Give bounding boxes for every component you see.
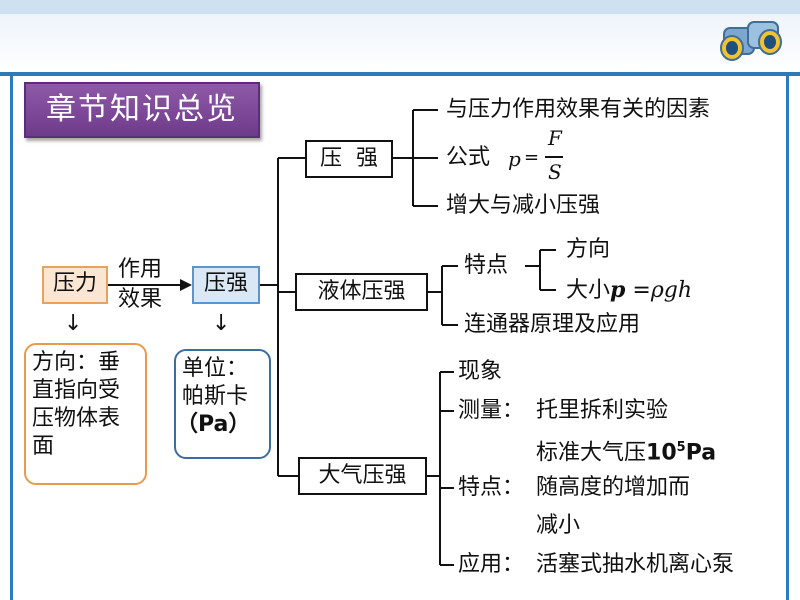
liquid-direction: 方向 xyxy=(566,237,611,262)
unit-line: 单位： xyxy=(182,356,249,381)
right-rule xyxy=(786,76,789,600)
increase-decrease-item: 增大与减小压强 xyxy=(446,193,601,218)
left-rule xyxy=(10,76,13,600)
header-rule xyxy=(0,72,800,76)
formula-item: 公式 xyxy=(446,145,491,170)
direction-line: 压物体表 xyxy=(32,406,121,431)
air-phenomenon: 现象 xyxy=(458,359,503,384)
connector-principle: 连通器原理及应用 xyxy=(464,312,641,337)
unit-line: （Pa） xyxy=(176,412,251,437)
fraction-bar xyxy=(545,156,563,158)
down-arrow-icon: ↓ xyxy=(212,311,231,336)
binoculars-icon xyxy=(720,21,782,61)
liquid-features-label: 特点 xyxy=(464,253,509,278)
direction-line: 方向：垂 xyxy=(32,350,121,375)
action-effect-label-2: 效果 xyxy=(118,287,163,312)
pressure-box: 压强 xyxy=(192,266,260,304)
direction-line: 直指向受 xyxy=(32,378,121,403)
air-feature-line2: 减小 xyxy=(536,513,581,538)
liquid-pressure-box: 液体压强 xyxy=(295,273,428,311)
unit-line: 帕斯卡 xyxy=(182,384,249,409)
formula-numerator: F xyxy=(548,126,562,150)
air-apply-label: 应用： xyxy=(458,552,525,577)
down-arrow-icon: ↓ xyxy=(64,311,83,336)
liquid-size-p: p xyxy=(610,277,626,303)
pressure-force-box: 压力 xyxy=(42,266,108,304)
section-title: 章节知识总览 xyxy=(24,82,260,138)
standard-atm-text: 标准大气压 xyxy=(536,440,647,466)
standard-atm-unit: Pa xyxy=(685,440,717,466)
air-measure-label: 测量： xyxy=(458,398,525,423)
header-band xyxy=(0,0,800,72)
factor-item: 与压力作用效果有关的因素 xyxy=(446,97,711,122)
air-pressure-box: 大气压强 xyxy=(298,457,427,495)
standard-atm-value: 10 xyxy=(646,440,677,466)
air-feature-label: 特点： xyxy=(458,475,525,500)
formula-eq: = xyxy=(524,147,540,168)
standard-atm-exp: 5 xyxy=(676,440,686,455)
direction-box: 方向：垂 直指向受 压物体表 面 xyxy=(24,343,147,485)
liquid-size-rhs: ρgh xyxy=(650,278,693,303)
air-measure-line1: 托里拆利实验 xyxy=(536,398,669,423)
action-effect-label-1: 作用 xyxy=(118,257,163,282)
solid-pressure-box: 压 强 xyxy=(305,140,393,178)
formula-lhs: p xyxy=(508,147,521,171)
liquid-size: 大小p =ρgh xyxy=(566,276,692,305)
liquid-size-prefix: 大小 xyxy=(566,278,611,303)
air-measure-line2: 标准大气压105Pa xyxy=(536,434,716,467)
air-feature-line1: 随高度的增加而 xyxy=(536,475,691,500)
formula-denominator: S xyxy=(548,160,562,184)
air-apply-text: 活塞式抽水机离心泵 xyxy=(536,552,735,577)
unit-box: 单位： 帕斯卡 （Pa） xyxy=(174,349,271,459)
liquid-size-eq: = xyxy=(625,278,651,303)
direction-line: 面 xyxy=(32,434,55,459)
